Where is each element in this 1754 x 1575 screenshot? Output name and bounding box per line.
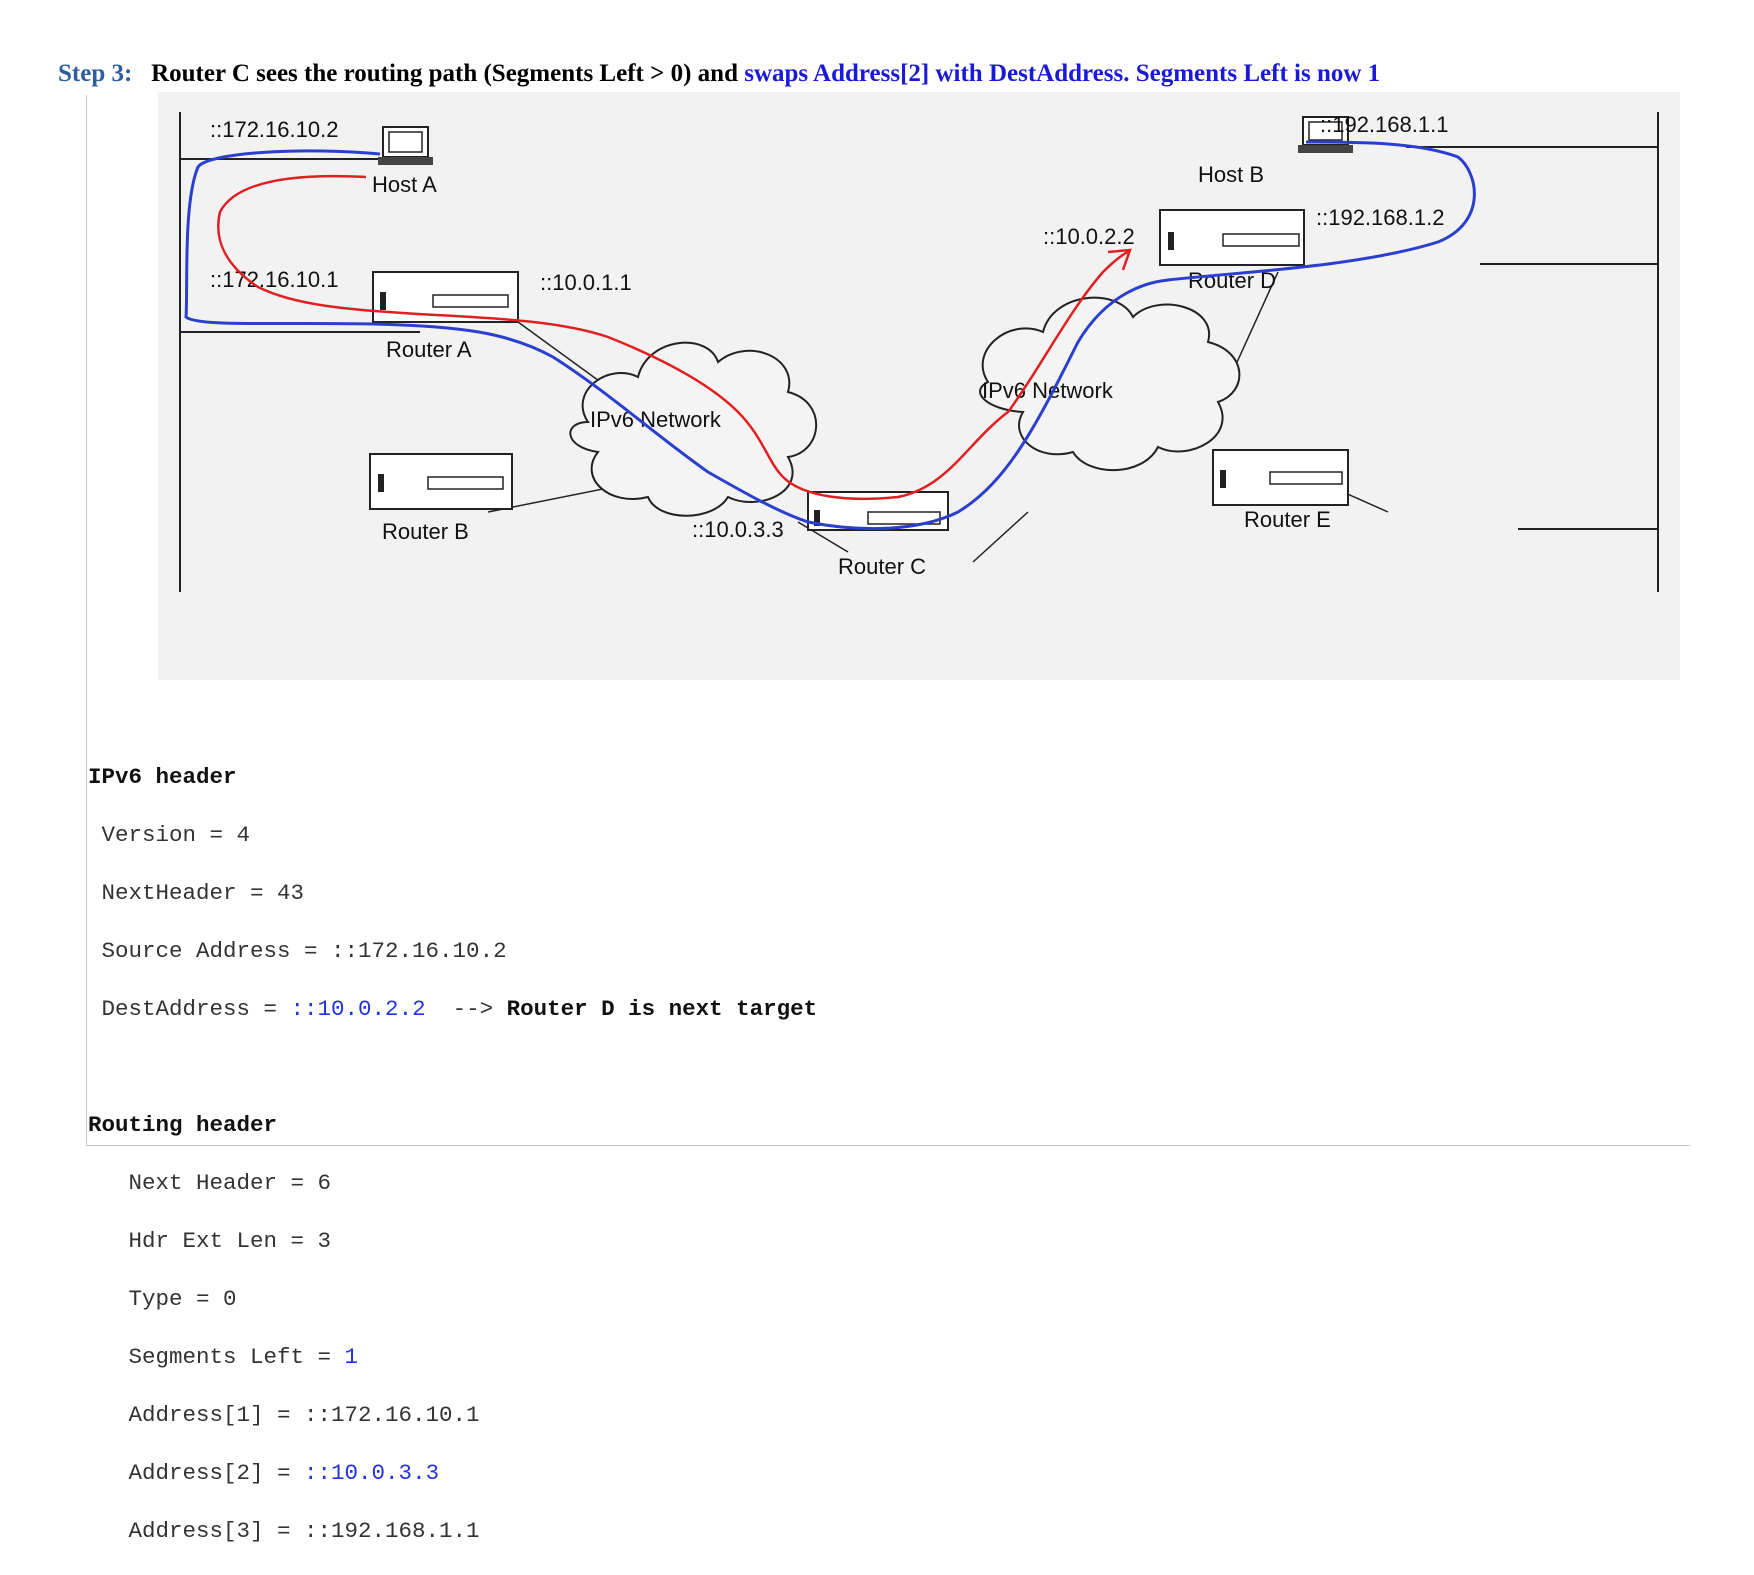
routing-segments-value: 1 bbox=[344, 1344, 359, 1370]
left-border bbox=[86, 95, 87, 1145]
page-title: Step 3: Router C sees the routing path (… bbox=[58, 60, 1380, 88]
routing-segments-left-row: Segments Left = 1 bbox=[88, 1343, 817, 1372]
host-a-label: Host A bbox=[372, 172, 437, 197]
routing-address-2-label: Address[2] = bbox=[88, 1460, 305, 1486]
router-c-address: ::10.0.3.3 bbox=[692, 517, 784, 542]
red-path bbox=[217, 174, 1129, 501]
router-e-label: Router E bbox=[1244, 507, 1331, 532]
host-a-address: ::172.16.10.2 bbox=[210, 117, 338, 142]
ipv6-next-header: NextHeader = 43 bbox=[88, 880, 305, 906]
ipv6-dest-value: ::10.0.2.2 bbox=[290, 996, 426, 1022]
router-d-left-address: ::10.0.2.2 bbox=[1043, 224, 1135, 249]
router-b-label: Router B bbox=[382, 519, 469, 544]
routing-segments-label: Segments Left = bbox=[88, 1344, 345, 1370]
cloud-right bbox=[979, 296, 1241, 472]
router-e-icon bbox=[1212, 449, 1349, 506]
title-text: Router C sees the routing path (Segments… bbox=[151, 60, 738, 87]
host-b-address: ::192.168.1.1 bbox=[1320, 112, 1448, 137]
ipv6-dest-note: Router D is next target bbox=[506, 996, 818, 1022]
packet-headers: IPv6 header Version = 4 NextHeader = 43 … bbox=[88, 734, 817, 1575]
routing-hdr-ext-len: Hdr Ext Len = 3 bbox=[88, 1228, 332, 1254]
red-arrow-head bbox=[1107, 248, 1132, 271]
network-diagram: IPv6 Network IPv6 Network ::172.16.10.2 … bbox=[158, 92, 1680, 680]
host-b-icon bbox=[1298, 116, 1353, 153]
router-a-right-address: ::10.0.1.1 bbox=[540, 270, 632, 295]
blue-path bbox=[184, 140, 1476, 531]
routing-address-2-row: Address[2] = ::10.0.3.3 bbox=[88, 1459, 817, 1488]
host-b-label: Host B bbox=[1198, 162, 1264, 187]
ipv6-dest-arrow: --> bbox=[425, 996, 507, 1022]
router-a-label: Router A bbox=[386, 337, 472, 362]
ipv6-dest-address-row: DestAddress = ::10.0.2.2 --> Router D is… bbox=[88, 995, 818, 1024]
router-d-right-address: ::192.168.1.2 bbox=[1316, 205, 1444, 230]
host-a-icon bbox=[378, 126, 433, 165]
step-label: Step 3: bbox=[58, 60, 133, 87]
title-highlight: swaps Address[2] with DestAddress. Segme… bbox=[744, 60, 1381, 87]
router-d-icon bbox=[1159, 209, 1305, 266]
routing-header-heading: Routing header bbox=[88, 1112, 278, 1138]
bottom-border bbox=[86, 1145, 1690, 1146]
cloud-left-label: IPv6 Network bbox=[590, 407, 722, 432]
cloud-left bbox=[569, 341, 818, 517]
router-b-icon bbox=[369, 453, 513, 510]
ipv6-header-heading: IPv6 header bbox=[88, 764, 237, 790]
routing-address-1: Address[1] = ::172.16.10.1 bbox=[88, 1402, 480, 1428]
routing-address-3: Address[3] = ::192.168.1.1 bbox=[88, 1518, 480, 1544]
spacer bbox=[88, 1053, 817, 1082]
router-a-left-address: ::172.16.10.1 bbox=[210, 267, 338, 292]
ipv6-dest-label: DestAddress = bbox=[88, 996, 291, 1022]
ipv6-version: Version = 4 bbox=[88, 822, 251, 848]
routing-type: Type = 0 bbox=[88, 1286, 237, 1312]
routing-address-2-value: ::10.0.3.3 bbox=[304, 1460, 440, 1486]
routing-next-header: Next Header = 6 bbox=[88, 1170, 332, 1196]
router-c-label: Router C bbox=[838, 554, 926, 579]
ipv6-source-address: Source Address = ::172.16.10.2 bbox=[88, 938, 507, 964]
